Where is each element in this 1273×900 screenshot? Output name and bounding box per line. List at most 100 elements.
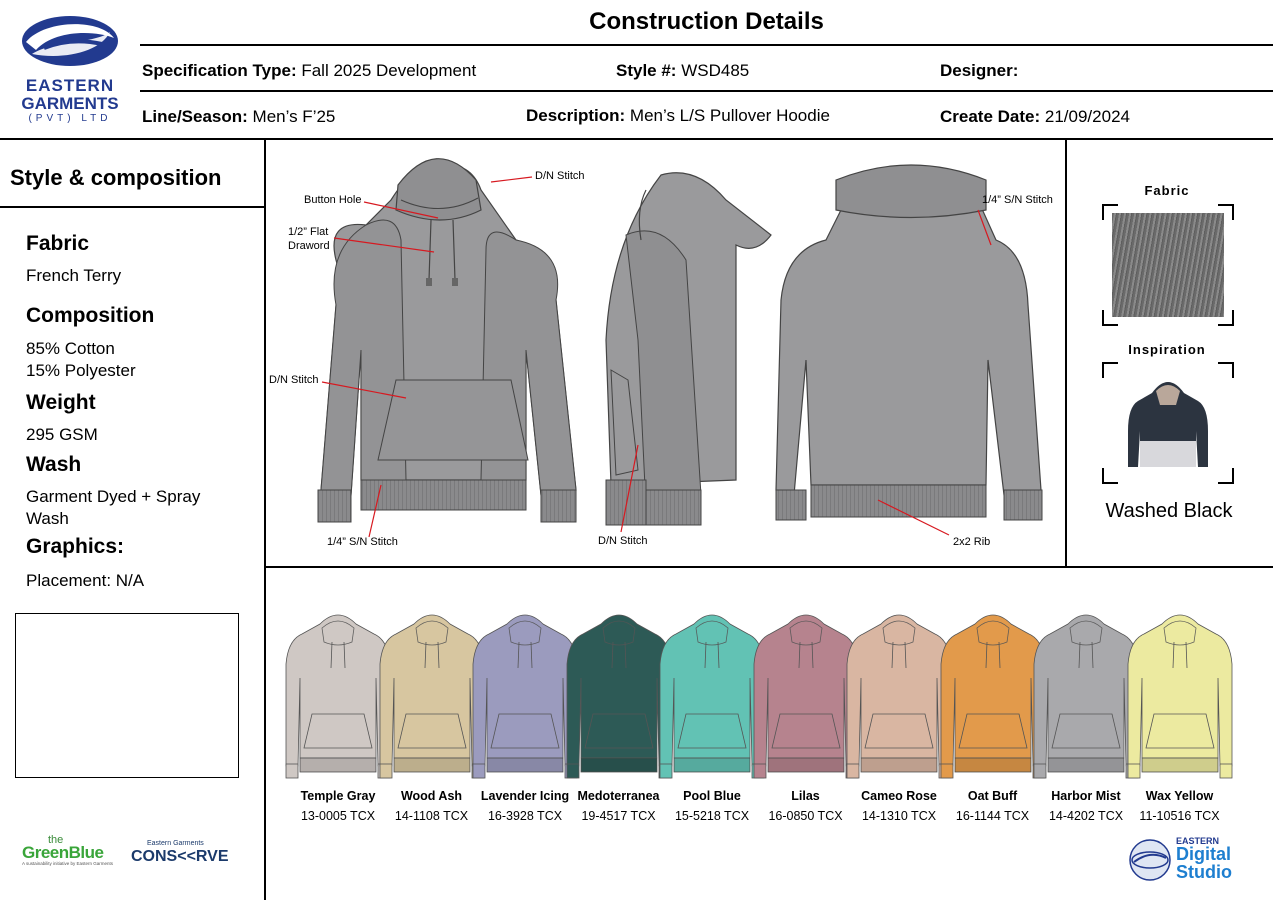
eds-line3: Studio	[1176, 862, 1232, 882]
greenblue-wordmark: GreenBlue	[22, 843, 104, 862]
conserve-wordmark: CONS<<RVE	[131, 848, 229, 865]
swatch-code: 16-0850 TCX	[768, 809, 843, 823]
side-view-sketch	[605, 172, 772, 526]
callout-sn-stitch-back: 1/4” S/N Stitch	[982, 194, 1053, 206]
swatch-name: Temple Gray	[300, 789, 376, 803]
tech-sketch	[317, 158, 1043, 538]
inspiration-label: Inspiration	[1128, 342, 1206, 357]
graphics-heading: Graphics:	[26, 535, 125, 558]
frame-corner	[1218, 310, 1234, 326]
style-number-field: Style #: WSD485	[616, 61, 749, 81]
greenblue-the: the	[48, 834, 64, 846]
swatch-name: Oat Buff	[967, 789, 1018, 803]
callout-flat-draword-1: 1/2” Flat	[288, 226, 329, 238]
hoodie-color-sketch	[1127, 614, 1232, 779]
hoodie-color-sketch	[753, 614, 858, 779]
divider	[140, 90, 1273, 92]
divider	[0, 138, 1273, 140]
spec-type-field: Specification Type: Fall 2025 Developmen…	[142, 61, 476, 81]
swatch-name: Cameo Rose	[861, 789, 937, 803]
create-date-label: Create Date:	[940, 107, 1041, 126]
swatch-name: Lilas	[791, 789, 820, 803]
swatch-name: Pool Blue	[683, 789, 741, 803]
conserve-logo: Eastern Garments CONS<<RVE	[131, 840, 241, 870]
conserve-top: Eastern Garments	[147, 840, 204, 847]
colorway-swatch	[1124, 608, 1236, 780]
colorway-swatch	[656, 608, 768, 780]
composition-heading: Composition	[26, 304, 155, 327]
frame-corner	[1102, 204, 1118, 220]
designer-label: Designer:	[940, 61, 1019, 80]
fabric-texture-image	[1112, 213, 1224, 317]
inspiration-hoodie-image	[1112, 371, 1224, 475]
composition-value-2: 15% Polyester	[26, 361, 136, 380]
company-logo: EASTERN GARMENTS (PVT) LTD	[14, 10, 126, 130]
description-field: Description: Men’s L/S Pullover Hoodie	[526, 106, 830, 126]
designer-field: Designer:	[940, 61, 1018, 81]
eds-line1: EASTERN	[1176, 836, 1220, 846]
divider	[264, 138, 266, 900]
swatch-code: 13-0005 TCX	[300, 809, 376, 823]
colorway-swatch	[563, 608, 675, 780]
side-panel-title: Style & composition	[10, 165, 222, 190]
weight-heading: Weight	[26, 391, 96, 414]
colorway-swatch	[843, 608, 955, 780]
callout-dn-stitch-pocket: D/N Stitch	[269, 374, 319, 386]
create-date-value: 21/09/2024	[1044, 107, 1130, 126]
logo-line1: EASTERN	[25, 76, 115, 95]
composition-value-1: 85% Cotton	[26, 339, 115, 358]
swatch-code: 16-3928 TCX	[487, 809, 563, 823]
logo-line2: GARMENTS	[21, 94, 119, 113]
frame-corner	[1218, 468, 1234, 484]
frame-corner	[1218, 362, 1234, 378]
swatch-code: 14-1108 TCX	[394, 809, 469, 823]
hoodie-color-sketch	[940, 614, 1045, 779]
swatch-code: 15-5218 TCX	[674, 809, 750, 823]
eastern-digital-studio-logo: EASTERN Digital Studio	[1128, 834, 1248, 886]
style-number-label: Style #:	[616, 61, 677, 80]
frame-corner	[1102, 468, 1118, 484]
fabric-heading: Fabric	[26, 232, 90, 255]
colorway-swatch	[937, 608, 1049, 780]
line-season-value: Men’s F’25	[252, 107, 336, 126]
fabric-swatch-frame	[1102, 204, 1234, 326]
style-number-value: WSD485	[681, 61, 750, 80]
swatch-code: 14-4202 TCX	[1048, 809, 1124, 823]
front-view-sketch	[317, 158, 577, 523]
create-date-field: Create Date: 21/09/2024	[940, 107, 1130, 127]
divider	[0, 206, 265, 208]
swatch-code: 11-10516 TCX	[1139, 809, 1220, 823]
graphics-placeholder-box	[15, 613, 239, 778]
greenblue-tagline: A sustainability initiative by Eastern G…	[22, 861, 114, 866]
logo-emblem	[22, 16, 118, 66]
hoodie-color-sketch	[1033, 614, 1139, 779]
frame-corner	[1218, 204, 1234, 220]
divider	[1065, 138, 1067, 567]
graphics-placement: Placement: N/A	[26, 571, 145, 590]
swatch-name: Medoterranea	[577, 789, 660, 803]
hoodie-color-sketch	[566, 614, 671, 779]
page-title: Construction Details	[589, 8, 824, 35]
colorway-swatch	[750, 608, 862, 780]
swatch-name: Wood Ash	[400, 789, 463, 803]
description-label: Description:	[526, 106, 626, 125]
frame-corner	[1102, 362, 1118, 378]
divider	[140, 44, 1273, 46]
line-season-field: Line/Season: Men’s F’25	[142, 107, 335, 127]
fabric-swatch-label: Fabric	[1144, 183, 1190, 198]
swatch-code: 19-4517 TCX	[581, 809, 656, 823]
inspiration-frame	[1102, 362, 1234, 484]
logo-line3: (PVT) LTD	[28, 113, 112, 124]
spec-type-value: Fall 2025 Development	[301, 61, 477, 80]
weight-value: 295 GSM	[26, 425, 98, 444]
swatch-name: Harbor Mist	[1051, 789, 1121, 803]
description-value: Men’s L/S Pullover Hoodie	[629, 106, 830, 125]
line-season-label: Line/Season:	[142, 107, 248, 126]
hoodie-color-sketch	[659, 614, 765, 779]
callout-sn-stitch-hem: 1/4” S/N Stitch	[327, 536, 398, 548]
inspiration-caption: Washed Black	[1105, 500, 1233, 522]
callout-button-hole: Button Hole	[304, 194, 362, 206]
callout-dn-stitch-hood: D/N Stitch	[535, 170, 585, 182]
callout-flat-draword-2: Draword	[288, 240, 330, 252]
eds-line2: Digital	[1176, 844, 1232, 864]
